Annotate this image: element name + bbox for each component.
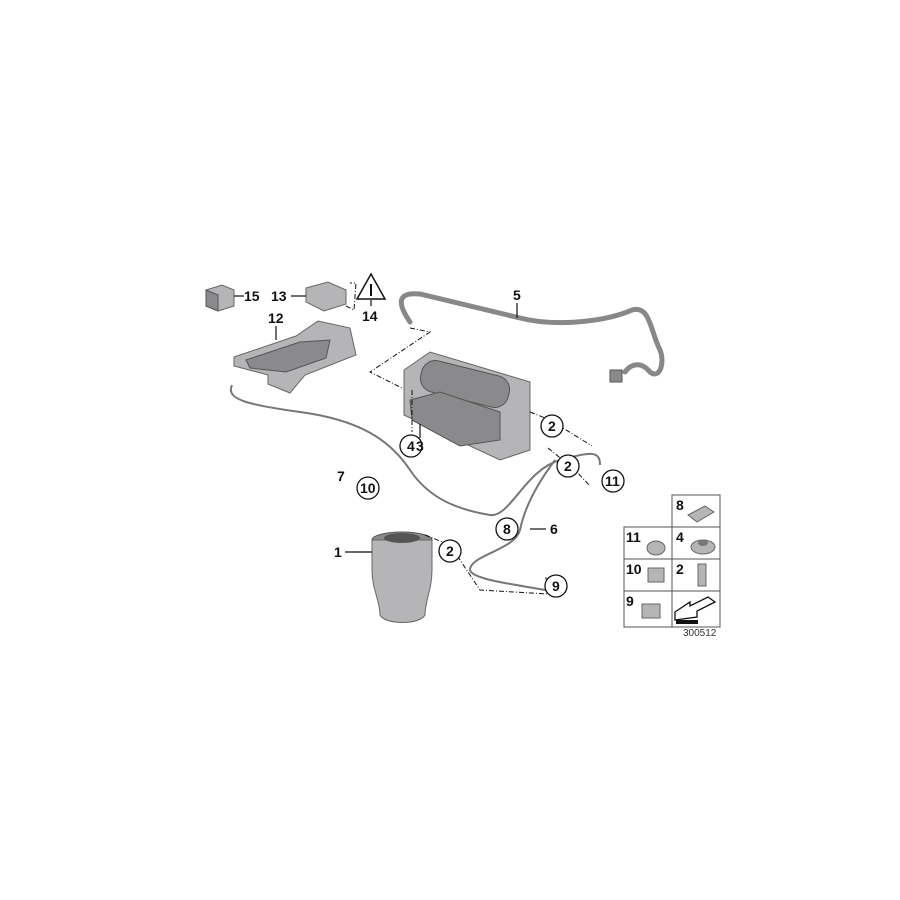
callout-7: 7 xyxy=(337,468,345,484)
compressor-part xyxy=(403,351,531,461)
relay-part xyxy=(205,284,244,312)
intake-pipe-part xyxy=(398,291,665,377)
legend-10: 10 xyxy=(626,561,642,577)
callout-14: 14 xyxy=(362,308,378,324)
arrow-icon xyxy=(674,596,717,624)
callout-2c: 2 xyxy=(446,543,454,559)
callout-9: 9 xyxy=(552,578,560,594)
legend-9: 9 xyxy=(626,593,634,609)
air-spring-part xyxy=(345,531,433,623)
control-unit-part xyxy=(291,281,357,312)
warning-triangle-icon xyxy=(355,272,387,306)
bracket-part xyxy=(233,320,357,394)
callout-4: 4 xyxy=(407,438,415,454)
callout-15: 15 xyxy=(244,288,260,304)
legend-8: 8 xyxy=(676,497,684,513)
callout-8: 8 xyxy=(503,521,511,537)
callout-6: 6 xyxy=(550,521,558,537)
callout-1: 1 xyxy=(334,544,342,560)
callout-2b: 2 xyxy=(564,458,572,474)
small-parts-legend: 8 11 4 10 2 9 xyxy=(623,494,721,628)
callout-10: 10 xyxy=(360,480,376,496)
callout-13: 13 xyxy=(271,288,287,304)
legend-4: 4 xyxy=(676,529,684,545)
callout-5: 5 xyxy=(513,287,521,303)
intake-filter-part xyxy=(609,369,623,383)
callout-12: 12 xyxy=(268,310,284,326)
callout-11: 11 xyxy=(605,473,620,489)
callout-3: 3 xyxy=(416,438,424,454)
legend-11: 11 xyxy=(626,529,641,545)
legend-2: 2 xyxy=(676,561,684,577)
diagram-id: 300512 xyxy=(683,628,717,639)
callout-2a: 2 xyxy=(548,418,556,434)
